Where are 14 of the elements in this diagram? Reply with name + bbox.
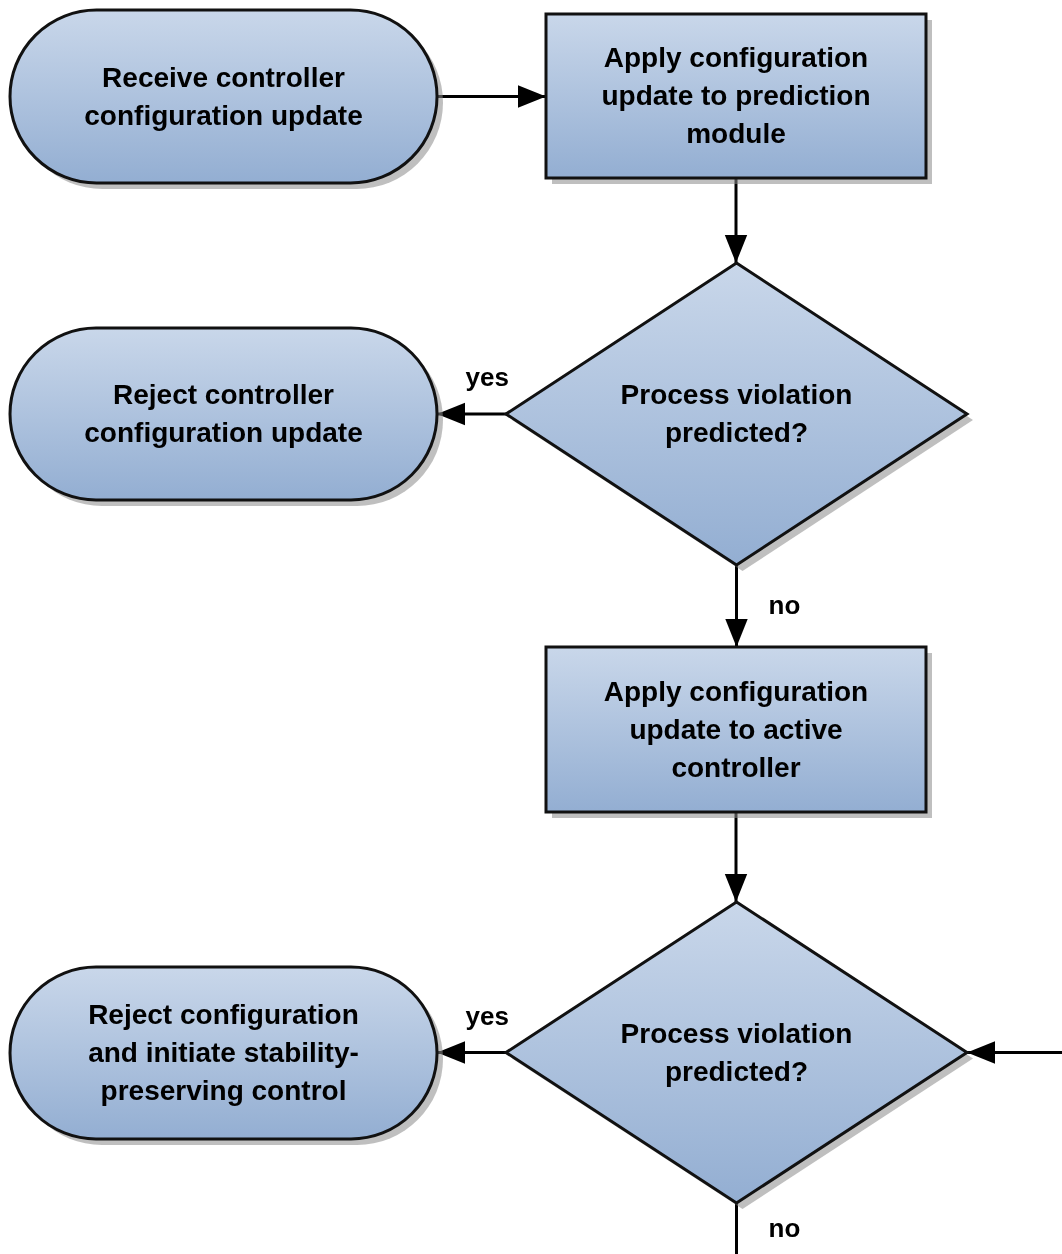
node-text: Receive controller configuration update <box>83 60 364 133</box>
node-text: Process violation predicted? <box>619 1016 854 1089</box>
node-text: Apply configuration update to active controller <box>602 674 870 785</box>
arrow <box>437 402 506 426</box>
node-text: Reject configuration and initiate stability-preserving control <box>87 998 360 1108</box>
arrow <box>967 1041 1062 1064</box>
arrow <box>724 812 748 902</box>
arrow <box>725 565 748 647</box>
node-text: Apply configuration update to prediction module <box>600 41 872 151</box>
arrow <box>724 178 748 263</box>
arrow <box>437 85 546 108</box>
arrow <box>437 1041 506 1064</box>
node-text: Process violation predicted? <box>619 378 854 450</box>
node-text: Reject controller configuration update <box>83 378 364 450</box>
